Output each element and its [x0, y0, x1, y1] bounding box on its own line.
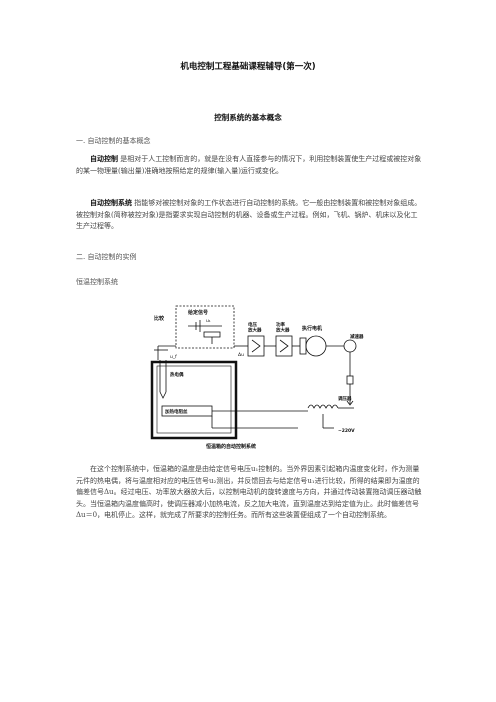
- paragraph-text: 指能够对被控制对象的工作状态进行自动控制的系统。它一般由控制装置和被控制对象组成…: [76, 199, 422, 231]
- label-compare: 比较: [154, 315, 165, 322]
- diagram-caption: 恒温箱的自动控制系统: [206, 443, 256, 450]
- paragraph-text: 是相对于人工控制而言的，就是在没有人直接参与的情况下，利用控制装置使生产过程或被…: [76, 155, 422, 175]
- term-control-system: 自动控制系统: [90, 199, 132, 207]
- paragraph-text: 在这个控制系统中，恒温箱的温度是由给定信号电压u₁控制的。当外界因素引起箱内温度…: [76, 465, 422, 520]
- power-amplifier-box: [275, 335, 293, 357]
- label-supply: ~220V: [338, 428, 355, 434]
- document-title: 机电控制工程基础课程辅导(第一次): [180, 62, 316, 72]
- section-title: 控制系统的基本概念: [214, 113, 282, 122]
- section2-heading: 二. 自动控制的实例: [76, 253, 137, 261]
- paragraph-control-system: 自动控制系统 指能够对被控制对象的工作状态进行自动控制的系统。它一般由控制装置和…: [76, 198, 422, 233]
- reducer-circle: [343, 339, 357, 353]
- label-motor: 执行电机: [302, 325, 322, 332]
- voltage-amplifier-box: [247, 335, 265, 357]
- section1-heading: 一. 自动控制的基本概念: [76, 137, 151, 145]
- label-u1: u₁: [206, 319, 211, 324]
- label-uf: u_f: [170, 354, 177, 360]
- label-regulator: 调压器: [338, 395, 352, 402]
- paragraph-automatic-control: 自动控制 是相对于人工控制而言的，就是在没有人直接参与的情况下，利用控制装置使生…: [76, 154, 422, 177]
- term-automatic-control: 自动控制: [90, 155, 118, 163]
- setpoint-box: [175, 305, 235, 349]
- wiper-arrow: [346, 400, 354, 406]
- label-voltage-amp: 电压放大器: [247, 321, 262, 334]
- label-setpoint: 给定信号: [188, 309, 208, 316]
- regulator-coil: [307, 404, 339, 409]
- label-delta-u: Δu: [238, 352, 244, 358]
- oven-box: [150, 360, 238, 440]
- example-heading: 恒温控制系统: [76, 278, 118, 286]
- label-thermocouple: 热电偶: [170, 371, 184, 378]
- thermocouple-tip: [159, 391, 167, 399]
- motor-terminal: [299, 337, 307, 355]
- amplifier-symbol: [251, 339, 261, 353]
- oven-inner: [156, 365, 232, 434]
- potentiometer: [203, 331, 221, 338]
- paragraph-example-explanation: 在这个控制系统中，恒温箱的温度是由给定信号电压u₁控制的。当外界因素引起箱内温度…: [76, 464, 422, 522]
- motor-circle: [305, 335, 327, 357]
- temperature-control-diagram: 比较 给定信号 u₁ u_f Δu 电压放大器 功率放大器 执行电机 减速器 热…: [150, 305, 364, 450]
- label-reducer: 减速器: [350, 333, 364, 340]
- label-power-amp: 功率放大器: [275, 321, 290, 334]
- coupling: [346, 375, 354, 385]
- label-heater: 加热电阻丝: [164, 408, 188, 415]
- amplifier-symbol: [279, 339, 289, 353]
